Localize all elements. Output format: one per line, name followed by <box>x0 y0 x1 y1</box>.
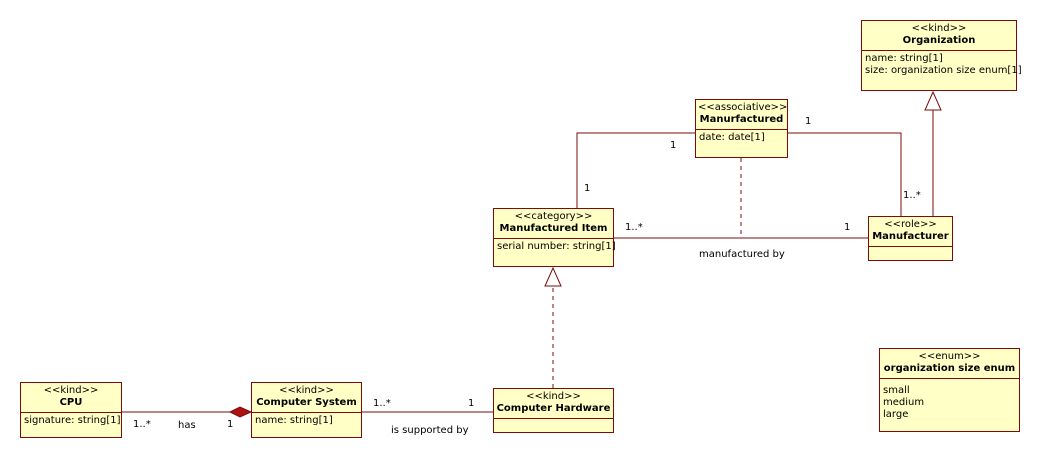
multiplicity-label: 1..* <box>903 190 921 201</box>
class-computer-hardware[interactable]: <<kind>> Computer Hardware <box>493 388 614 433</box>
multiplicity-label: 1 <box>670 140 677 151</box>
class-manufactured[interactable]: <<associative>> Manurfactured date: date… <box>695 99 788 158</box>
class-header: <<category>> Manufactured Item <box>494 209 613 239</box>
attributes-compartment: name: string[1] size: organization size … <box>862 51 1022 79</box>
attribute: date: date[1] <box>699 132 765 143</box>
class-name: Manufactured Item <box>499 223 608 234</box>
enum-literal: small <box>883 385 910 396</box>
association-name-label: has <box>178 420 196 431</box>
class-header: <<kind>> CPU <box>21 383 121 413</box>
stereotype-label: <<kind>> <box>43 385 99 396</box>
enum-literal: large <box>883 409 909 420</box>
association-name-label: is supported by <box>391 425 469 436</box>
class-header: <<kind>> Computer System <box>252 383 361 413</box>
class-header: <<associative>> Manurfactured <box>696 100 787 130</box>
association-manufactured-to-manufacturer[interactable] <box>787 132 902 216</box>
class-computer-system[interactable]: <<kind>> Computer System name: string[1] <box>251 382 362 438</box>
attributes-compartment <box>869 247 952 251</box>
attributes-compartment: signature: string[1] <box>21 413 121 429</box>
class-header: <<enum>> organization size enum <box>880 349 1019 379</box>
generalization-arrowhead-icon <box>924 90 942 111</box>
attributes-compartment: date: date[1] <box>696 130 787 146</box>
multiplicity-label: 1 <box>584 183 591 194</box>
attribute: size: organization size enum[1] <box>865 65 1022 76</box>
class-manufactured-item[interactable]: <<category>> Manufactured Item serial nu… <box>493 208 616 267</box>
class-name: Computer Hardware <box>496 403 611 414</box>
literals-compartment: small medium large <box>880 379 1019 423</box>
class-organization[interactable]: <<kind>> Organization name: string[1] si… <box>861 20 1022 91</box>
stereotype-label: <<associative>> <box>698 102 788 113</box>
association-manufactured-to-item[interactable] <box>576 132 696 208</box>
attribute: name: string[1] <box>865 53 943 64</box>
attribute: name: string[1] <box>255 415 333 426</box>
attribute: serial number: string[1] <box>497 241 616 252</box>
multiplicity-label: 1..* <box>373 398 391 409</box>
class-header: <<kind>> Organization <box>862 21 1016 51</box>
attribute: signature: string[1] <box>24 415 121 426</box>
generalization-arrowhead-icon <box>544 266 562 287</box>
multiplicity-label: 1 <box>227 419 234 430</box>
class-name: Manufacturer <box>872 231 949 242</box>
class-name: Manurfactured <box>699 114 784 125</box>
class-organization-size-enum[interactable]: <<enum>> organization size enum small me… <box>879 348 1020 432</box>
multiplicity-label: 1..* <box>133 419 151 430</box>
class-header: <<kind>> Computer Hardware <box>494 389 613 419</box>
stereotype-label: <<kind>> <box>526 391 581 402</box>
class-name: Computer System <box>256 397 357 408</box>
composition-diamond-icon <box>228 406 253 418</box>
stereotype-label: <<category>> <box>514 211 593 222</box>
attributes-compartment: serial number: string[1] <box>494 239 616 255</box>
attributes-compartment <box>494 419 613 423</box>
multiplicity-label: 1..* <box>625 222 643 233</box>
multiplicity-label: 1 <box>844 222 851 233</box>
association-name-label: manufactured by <box>699 249 785 260</box>
attributes-compartment: name: string[1] <box>252 413 361 429</box>
stereotype-label: <<kind>> <box>911 23 967 34</box>
class-name: organization size enum <box>883 363 1016 374</box>
multiplicity-label: 1 <box>468 398 475 409</box>
multiplicity-label: 1 <box>805 116 812 127</box>
enum-literal: medium <box>883 397 925 408</box>
stereotype-label: <<role>> <box>884 219 937 230</box>
class-name: Organization <box>902 35 976 46</box>
stereotype-label: <<kind>> <box>279 385 334 396</box>
class-manufacturer[interactable]: <<role>> Manufacturer <box>868 216 953 261</box>
class-name: CPU <box>59 397 83 408</box>
class-cpu[interactable]: <<kind>> CPU signature: string[1] <box>20 382 122 438</box>
class-header: <<role>> Manufacturer <box>869 217 952 247</box>
stereotype-label: <<enum>> <box>918 351 981 362</box>
